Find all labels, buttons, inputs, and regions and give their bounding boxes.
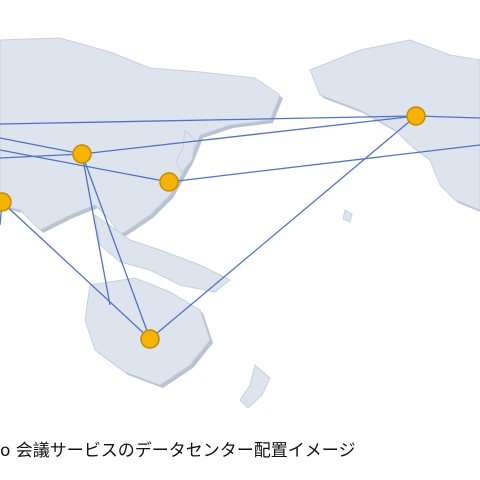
network-link-8 xyxy=(1,201,151,340)
land-japan xyxy=(175,128,196,173)
network-link-1 xyxy=(0,137,83,155)
network-link-3 xyxy=(0,153,83,159)
network-links xyxy=(0,115,480,340)
land-southeast-asia xyxy=(94,213,231,293)
datacenter-marker-west xyxy=(0,192,12,212)
network-link-7 xyxy=(81,153,151,340)
datacenter-marker-japan xyxy=(159,172,179,192)
land-north-america xyxy=(309,39,480,211)
network-link-6 xyxy=(415,115,480,119)
land-island-pacific xyxy=(342,209,353,223)
network-link-5 xyxy=(168,144,480,183)
datacenter-marker-america xyxy=(406,106,426,126)
datacenter-marker-china xyxy=(72,144,92,164)
datacenter-marker-aus xyxy=(140,329,160,349)
network-link-10 xyxy=(149,115,417,340)
network-link-11 xyxy=(81,153,111,306)
datacenter-markers xyxy=(0,106,426,349)
land-new-zealand xyxy=(239,364,271,409)
map-caption: o 会議サービスのデータセンター配置イメージ xyxy=(0,441,356,461)
network-link-4 xyxy=(81,115,417,155)
network-link-0 xyxy=(0,115,417,125)
